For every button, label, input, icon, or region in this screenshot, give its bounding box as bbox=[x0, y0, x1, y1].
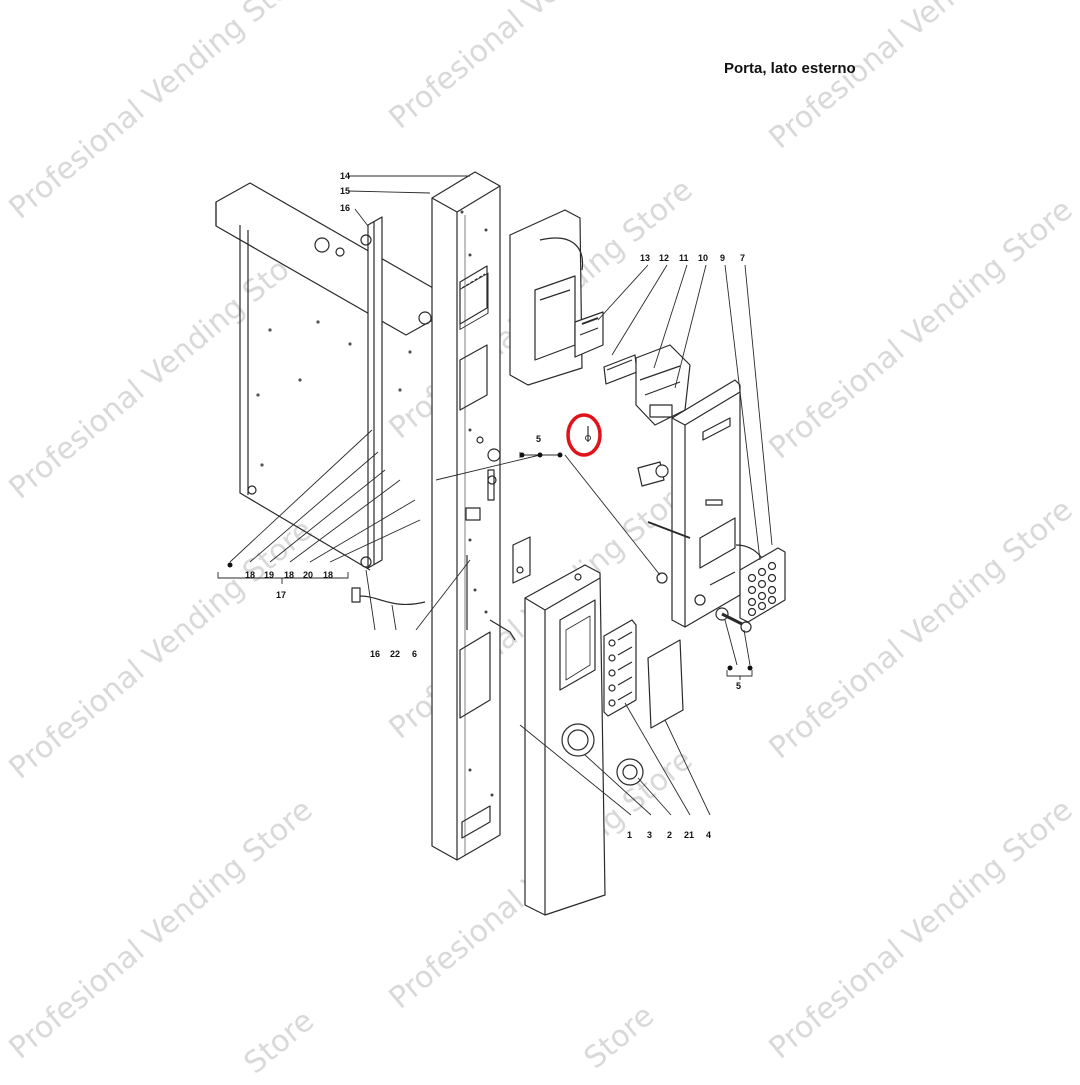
leader-lines bbox=[217, 175, 773, 816]
lock-assembly bbox=[715, 607, 752, 633]
part-label-21: 21 bbox=[684, 830, 694, 840]
left-frame-panel bbox=[215, 182, 441, 571]
watermark-text: Profesional Vending Store bbox=[383, 0, 700, 136]
part-label-2: 2 bbox=[667, 830, 672, 840]
part-label-16-top: 16 bbox=[340, 203, 350, 213]
display-window bbox=[647, 639, 684, 729]
watermark-text: Profesional Vending Store bbox=[3, 232, 320, 506]
watermark-text-partial: Store bbox=[238, 1003, 321, 1080]
watermark-text: Profesional Vending Store bbox=[3, 0, 320, 226]
watermark-text: Profesional Vending Store bbox=[763, 0, 1080, 156]
watermark-text-partial: Store bbox=[578, 998, 661, 1076]
diagram-title: Porta, lato esterno bbox=[724, 60, 856, 77]
part-label-16-bottom: 16 bbox=[370, 649, 380, 659]
watermark-text: Profesional Vending Store bbox=[763, 792, 1080, 1066]
part-label-20: 20 bbox=[303, 570, 313, 580]
selection-button-panel bbox=[603, 619, 637, 717]
part-label-18-c: 18 bbox=[323, 570, 333, 580]
part-label-5-lower: 5 bbox=[736, 681, 741, 691]
watermark-text: Profesional Vending Store bbox=[763, 492, 1080, 766]
part-label-14: 14 bbox=[340, 171, 350, 181]
coin-chute-cover bbox=[509, 209, 584, 386]
right-front-panel bbox=[647, 379, 766, 628]
bracket bbox=[512, 536, 531, 584]
part-label-19-a: 19 bbox=[264, 570, 274, 580]
part-label-7: 7 bbox=[740, 253, 745, 263]
part-label-22: 22 bbox=[390, 649, 400, 659]
part-label-18-b: 18 bbox=[284, 570, 294, 580]
lock-cylinder bbox=[637, 461, 669, 487]
watermark-layer: Profesional Vending Store Profesional Ve… bbox=[3, 0, 1080, 1081]
coin-ring bbox=[616, 758, 644, 786]
part-label-9: 9 bbox=[720, 253, 725, 263]
watermark-text: Profesional Vending Store bbox=[3, 512, 320, 786]
part-label-3: 3 bbox=[647, 830, 652, 840]
washer bbox=[656, 572, 668, 584]
cable-harness bbox=[351, 587, 426, 606]
button-module bbox=[603, 354, 638, 385]
leader-dots bbox=[227, 452, 753, 671]
part-label-1: 1 bbox=[627, 830, 632, 840]
watermark-text: Profesional Vending Store bbox=[763, 192, 1080, 466]
lower-front-cover bbox=[524, 564, 606, 916]
part-label-4: 4 bbox=[706, 830, 711, 840]
label-plate bbox=[574, 311, 604, 358]
part-label-15: 15 bbox=[340, 186, 350, 196]
keypad bbox=[739, 547, 786, 623]
center-door-panel bbox=[431, 171, 516, 861]
part-label-13: 13 bbox=[640, 253, 650, 263]
part-label-10: 10 bbox=[698, 253, 708, 263]
highlight-circle bbox=[566, 413, 602, 457]
part-label-18-a: 18 bbox=[245, 570, 255, 580]
part-label-17: 17 bbox=[276, 590, 286, 600]
part-label-5-upper: 5 bbox=[536, 434, 541, 444]
part-label-6: 6 bbox=[412, 649, 417, 659]
part-label-11: 11 bbox=[679, 253, 689, 263]
part-label-12: 12 bbox=[659, 253, 669, 263]
